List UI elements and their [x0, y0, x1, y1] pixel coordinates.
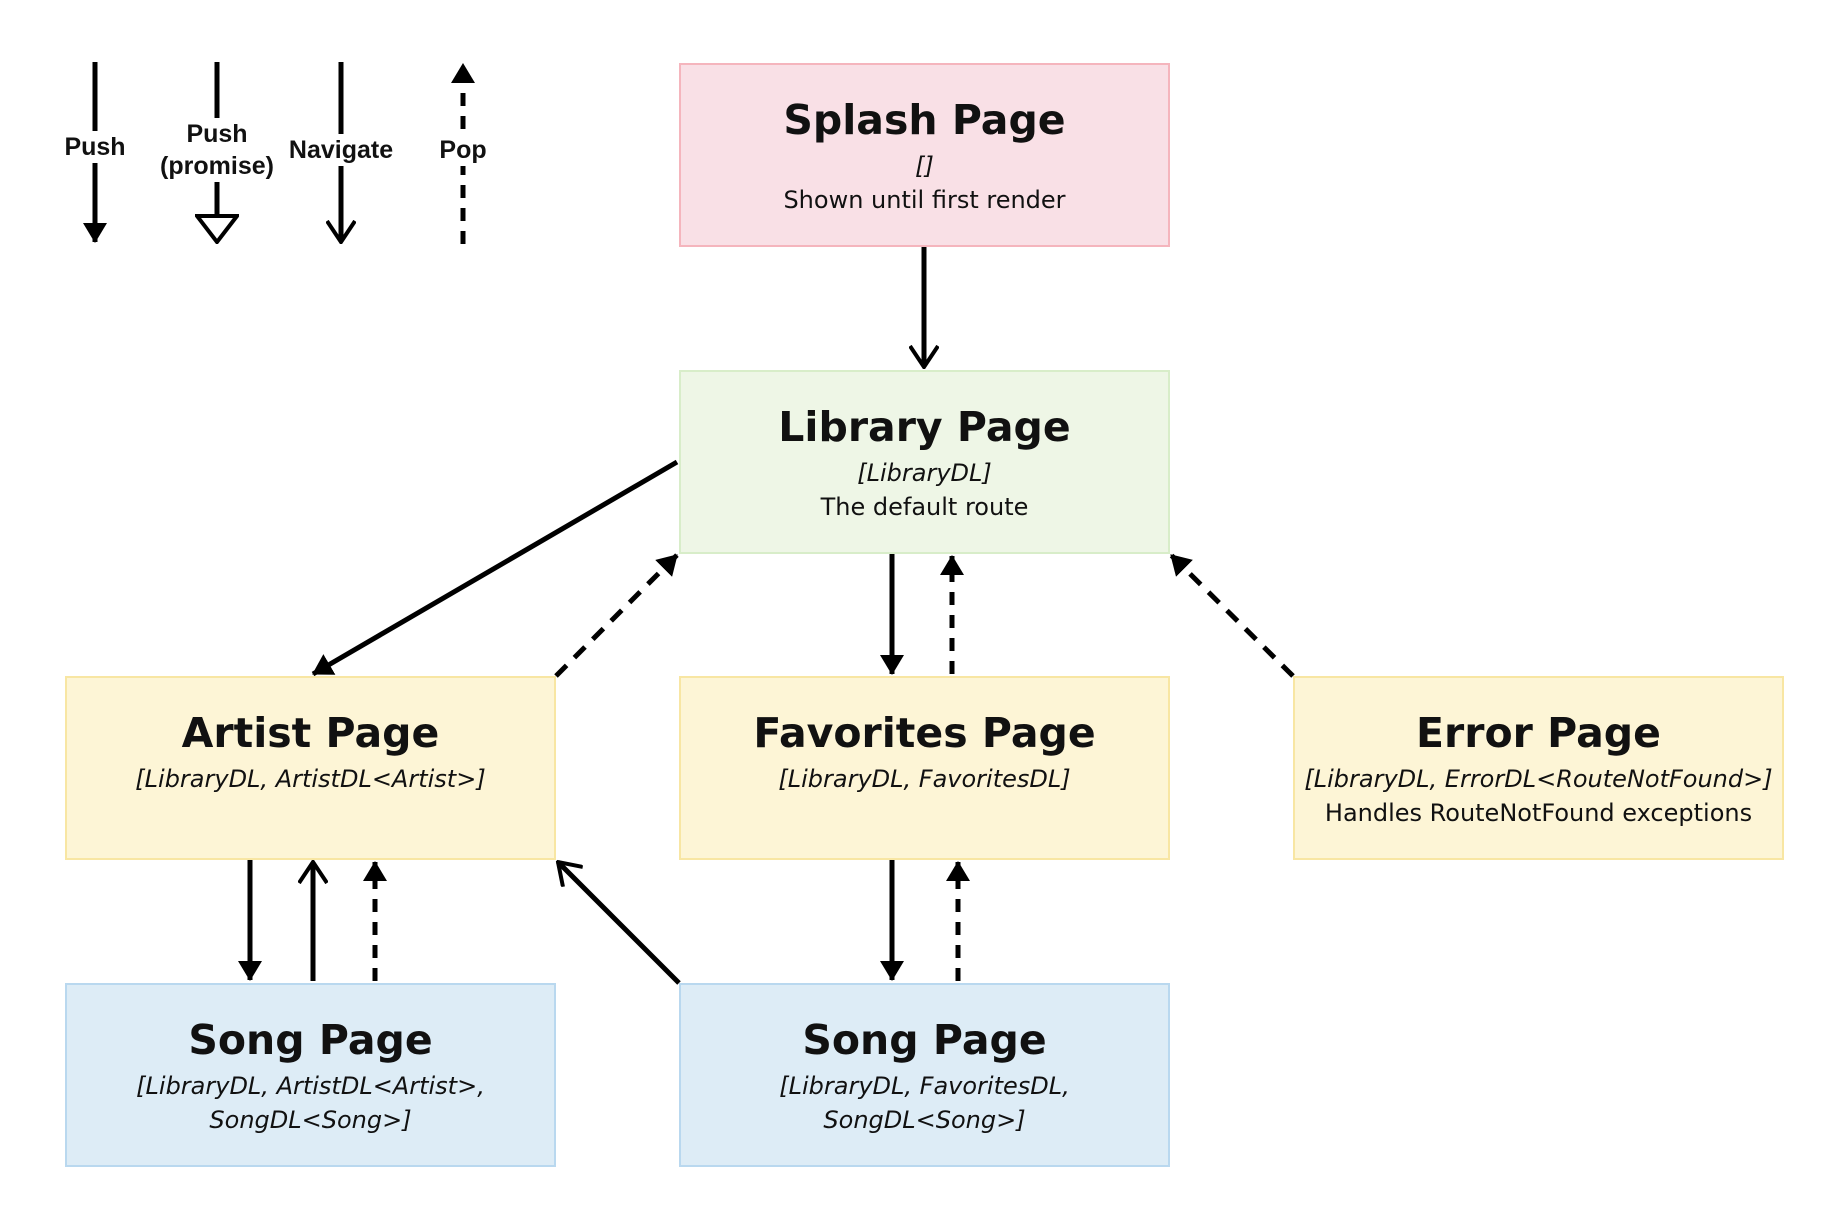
node-title: Splash Page — [783, 96, 1066, 144]
node-params: [LibraryDL, ArtistDL<Artist>, SongDL<Son… — [136, 1072, 485, 1134]
node-title: Song Page — [188, 1016, 433, 1064]
edge-error-pop-to-library — [1169, 553, 1295, 678]
node-params: [] — [915, 152, 934, 180]
node-title: Library Page — [778, 403, 1071, 451]
legend-push-promise-label: Push (promise) — [158, 118, 276, 182]
node-title: Favorites Page — [753, 709, 1096, 757]
node-description: The default route — [820, 493, 1029, 521]
node-description: Handles RouteNotFound exceptions — [1324, 799, 1753, 827]
node-params: [LibraryDL, ErrorDL<RouteNotFound>] — [1304, 765, 1773, 793]
edges — [238, 247, 1295, 985]
edge-library-to-artist — [311, 459, 679, 677]
node-params: [LibraryDL, FavoritesDL] — [778, 765, 1071, 793]
edge-artist-pop-to-library — [554, 553, 679, 678]
node-params: [LibraryDL, FavoritesDL, SongDL<Song>] — [779, 1072, 1070, 1134]
node-params: [LibraryDL, ArtistDL<Artist>] — [135, 765, 486, 793]
error-page-node: Error Page [LibraryDL, ErrorDL<RouteNotF… — [1293, 676, 1784, 860]
node-title: Artist Page — [181, 709, 440, 757]
library-page-node: Library Page [LibraryDL] The default rou… — [679, 370, 1170, 554]
legend — [83, 62, 475, 244]
song-page-node-artist: Song Page [LibraryDL, ArtistDL<Artist>, … — [65, 983, 556, 1167]
node-title: Song Page — [802, 1016, 1047, 1064]
legend-pop-label: Pop — [437, 134, 489, 166]
favorites-page-node: Favorites Page [LibraryDL, FavoritesDL] — [679, 676, 1170, 860]
node-title: Error Page — [1416, 709, 1661, 757]
splash-page-node: Splash Page [] Shown until first render — [679, 63, 1170, 247]
node-description: Shown until first render — [783, 186, 1066, 214]
artist-page-node: Artist Page [LibraryDL, ArtistDL<Artist>… — [65, 676, 556, 860]
legend-navigate-label: Navigate — [286, 134, 396, 166]
edge-favorites-song-navigate-to-artist — [558, 862, 681, 985]
song-page-node-favorites: Song Page [LibraryDL, FavoritesDL, SongD… — [679, 983, 1170, 1167]
legend-push-label: Push — [62, 131, 128, 163]
node-params: [LibraryDL] — [857, 459, 992, 487]
